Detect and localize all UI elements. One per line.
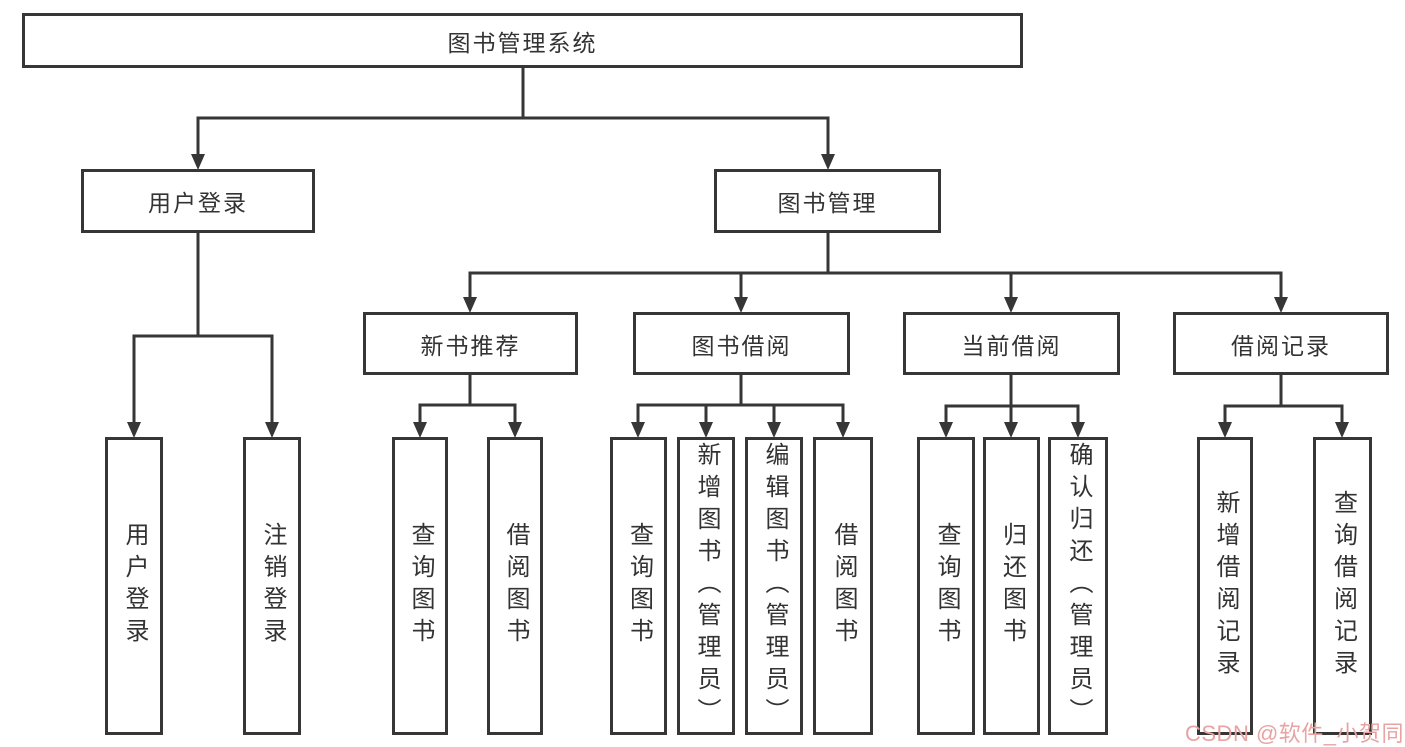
watermark: CSDN @软件_小贺同学 xyxy=(1185,721,1405,746)
leaf-add-books-admin: 新增图书（管理员） xyxy=(677,437,735,735)
leaf-user-login: 用户登录 xyxy=(105,437,163,735)
node-current-borrowing: 当前借阅 xyxy=(903,312,1120,375)
node-borrowing-records: 借阅记录 xyxy=(1173,312,1389,375)
leaf-confirm-return-admin: 确认归还（管理员） xyxy=(1048,437,1108,735)
node-user-login: 用户登录 xyxy=(81,169,315,233)
node-new-book-recommendation: 新书推荐 xyxy=(363,312,578,375)
leaf-query-borrow-record: 查询借阅记录 xyxy=(1313,437,1372,735)
node-book-borrowing: 图书借阅 xyxy=(633,312,850,375)
leaf-logout: 注销登录 xyxy=(243,437,301,735)
leaf-return-books: 归还图书 xyxy=(983,437,1040,735)
leaf-borrow-books-recommend: 借阅图书 xyxy=(487,437,543,735)
node-library-management-system: 图书管理系统 xyxy=(22,13,1023,68)
leaf-edit-books-admin: 编辑图书（管理员） xyxy=(745,437,803,735)
leaf-borrow-books: 借阅图书 xyxy=(813,437,873,735)
leaf-query-books-borrow: 查询图书 xyxy=(610,437,667,735)
leaf-query-books-recommend: 查询图书 xyxy=(392,437,448,735)
node-book-management: 图书管理 xyxy=(714,169,941,233)
leaf-add-borrow-record: 新增借阅记录 xyxy=(1197,437,1253,735)
leaf-query-books-current: 查询图书 xyxy=(917,437,975,735)
